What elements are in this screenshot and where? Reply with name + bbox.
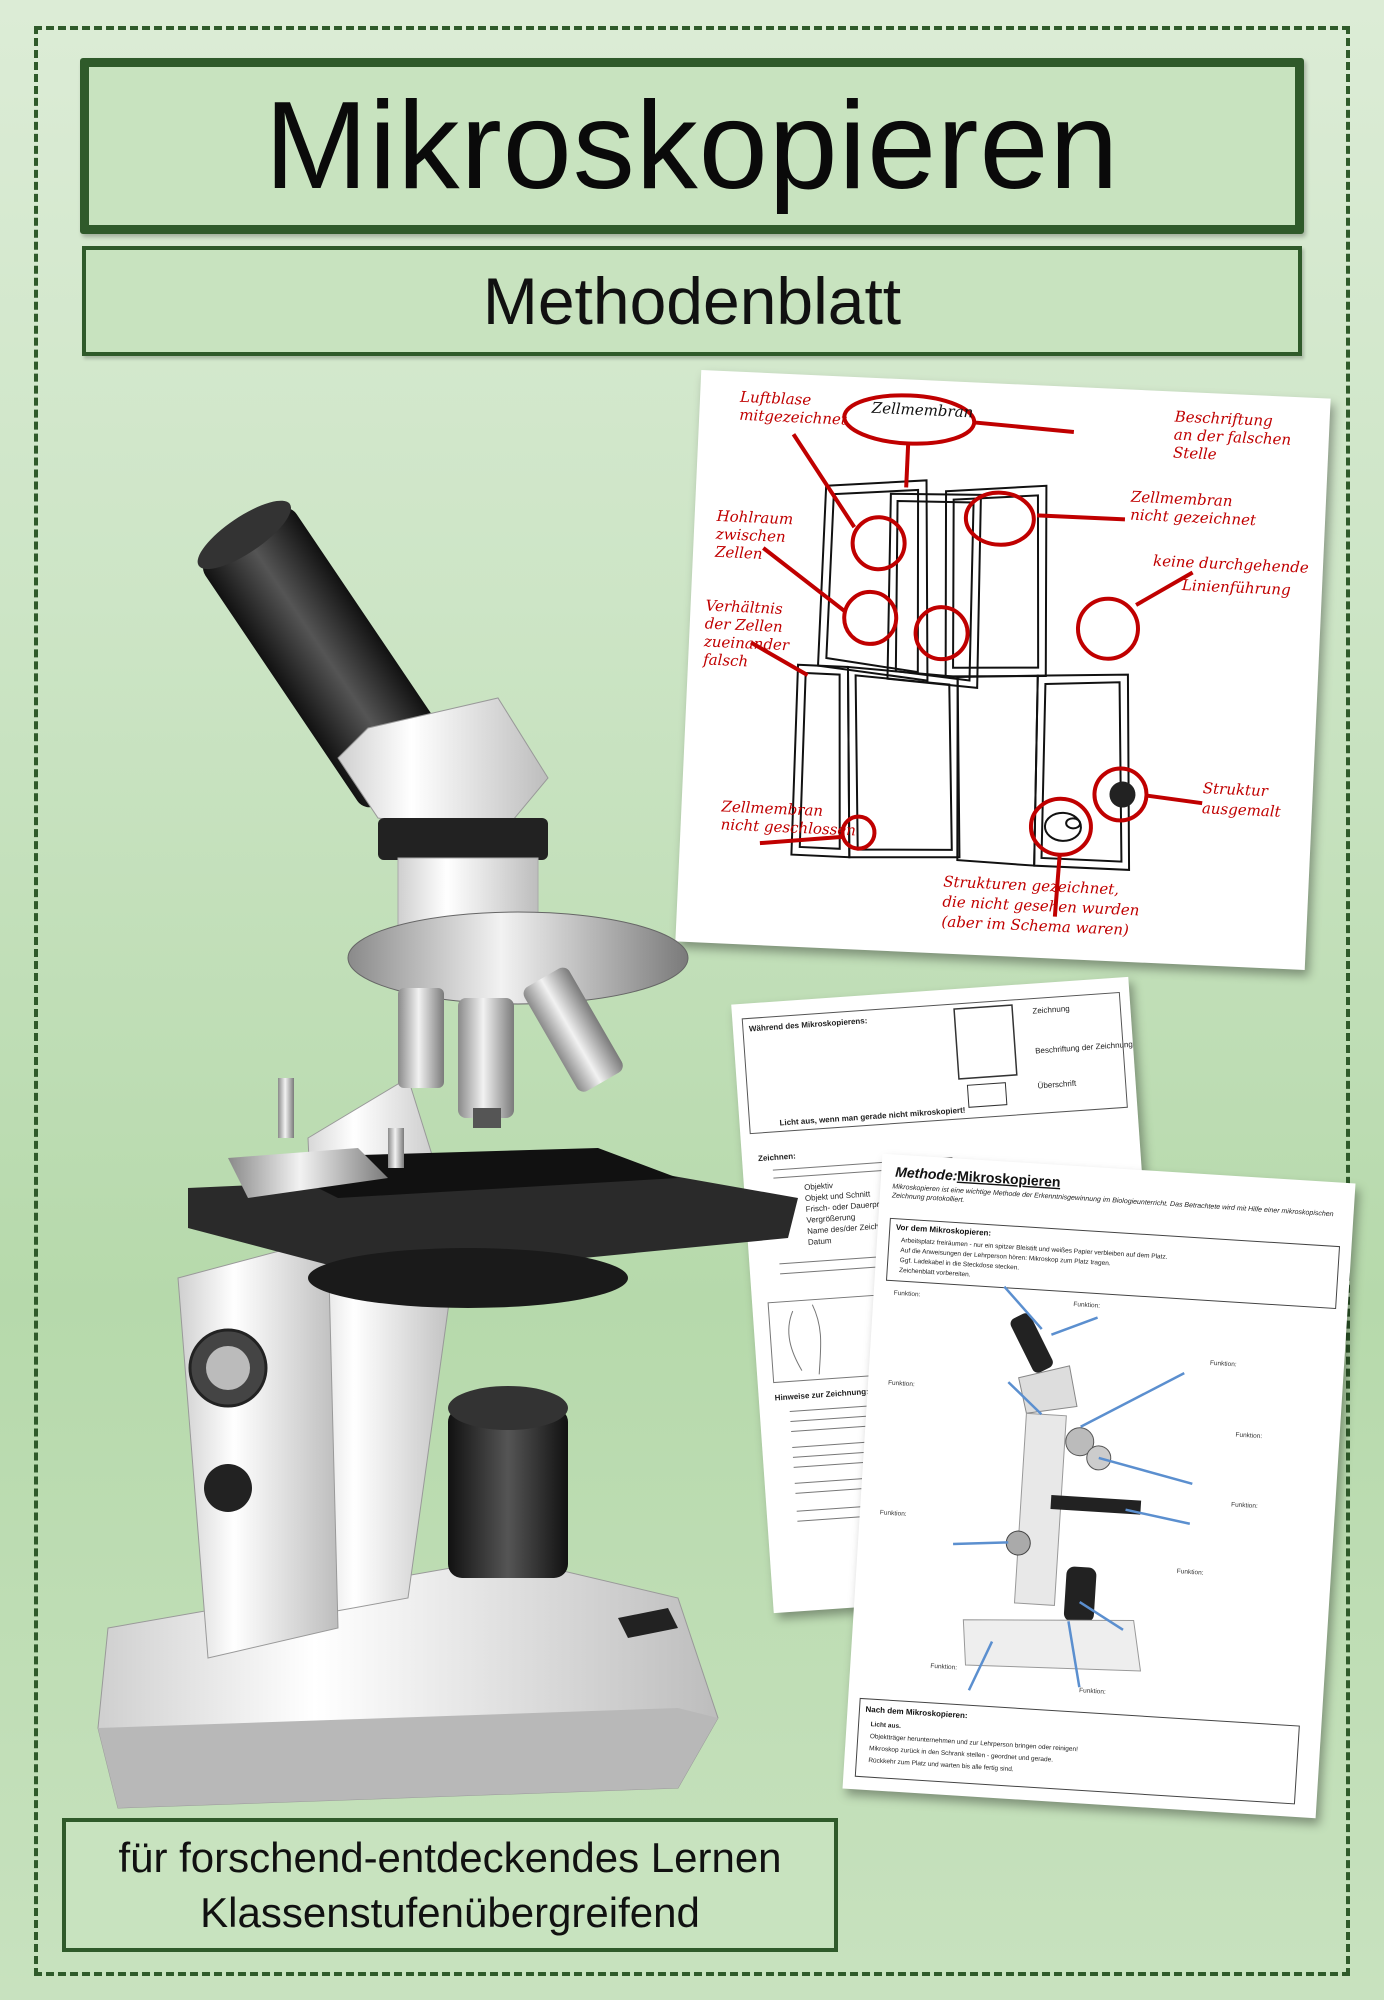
footer-banner: für forschend-entdeckendes Lernen Klasse… xyxy=(62,1818,838,1952)
label-struktur-2: ausgemalt xyxy=(1202,799,1282,821)
label-zellmembran-nicht-1: Zellmembran xyxy=(1130,488,1233,511)
worksheet-front-content: Methode: Mikroskopieren Mikroskopieren i… xyxy=(854,1164,1341,1805)
front-heading-word: Mikroskopieren xyxy=(957,1168,1061,1190)
back-item-4: Vergrößerung xyxy=(806,1213,855,1225)
label-zellmembran-top: Zellmembran xyxy=(870,399,973,422)
back-side-label-1: Zeichnung xyxy=(1032,1004,1070,1016)
cell-drawing-illustration: Zellmembran Beschriftung an der falschen… xyxy=(702,388,1309,939)
label-hohlraum-3: Zellen xyxy=(714,543,763,563)
back-item-1: Objektiv xyxy=(804,1181,833,1192)
back-draw-heading: Zeichnen: xyxy=(758,1152,796,1164)
function-label-4: Funktion: xyxy=(888,1380,915,1389)
dashed-page-frame xyxy=(34,26,1350,1976)
label-linien-1: keine durchgehende xyxy=(1153,552,1309,577)
page-title: Mikroskopieren xyxy=(264,77,1120,215)
footer-line-2: Klassenstufenübergreifend xyxy=(200,1889,700,1936)
label-linien-2: Linienführung xyxy=(1181,576,1291,599)
label-verhaeltnis-4: falsch xyxy=(702,650,749,670)
front-after-item-1: Licht aus. xyxy=(870,1721,901,1730)
front-before-item-4: Zeichenblatt vorbereiten. xyxy=(899,1267,971,1278)
label-verhaeltnis-2: der Zellen xyxy=(704,614,783,636)
function-label-5: Funktion: xyxy=(1235,1431,1262,1440)
label-hohlraum-1: Hohlraum xyxy=(715,507,793,529)
worksheet-front: Methode: Mikroskopieren Mikroskopieren i… xyxy=(842,1153,1356,1819)
label-hohlraum-2: zwischen xyxy=(714,525,786,546)
footer-line-1: für forschend-entdeckendes Lernen xyxy=(118,1834,782,1881)
small-microscope-icon xyxy=(962,1313,1142,1672)
label-beschriftung-1: Beschriftung xyxy=(1173,407,1273,429)
worksheet-back: Während des Mikroskopierens: Zeichnung B… xyxy=(731,976,1171,1614)
function-label-3: Funktion: xyxy=(1210,1360,1237,1369)
label-beschriftung-3: Stelle xyxy=(1173,443,1218,463)
label-verhaeltnis-1: Verhältnis xyxy=(705,596,783,617)
label-luftblase-2: mitgezeichnet xyxy=(739,406,848,429)
page-subtitle: Methodenblatt xyxy=(482,264,902,338)
function-label-2: Funktion: xyxy=(1073,1301,1100,1310)
cell-drawing-sheet: Zellmembran Beschriftung an der falschen… xyxy=(675,370,1331,970)
function-label-1: Funktion: xyxy=(893,1290,920,1299)
back-side-label-3: Überschrift xyxy=(1037,1079,1077,1091)
microscope-illustration xyxy=(97,500,798,1809)
function-label-9: Funktion: xyxy=(930,1663,957,1672)
label-geschlossen-1: Zellmembran xyxy=(720,797,823,820)
front-heading-prefix: Methode: xyxy=(895,1164,958,1184)
function-label-10: Funktion: xyxy=(1079,1687,1106,1696)
label-beschriftung-2: an der falschen xyxy=(1173,426,1291,449)
function-label-7: Funktion: xyxy=(880,1509,907,1518)
function-label-8: Funktion: xyxy=(1177,1568,1204,1577)
subtitle-banner: Methodenblatt xyxy=(82,246,1302,356)
worksheet-back-content: Während des Mikroskopierens: Zeichnung B… xyxy=(741,991,1133,1522)
label-luftblase-1: Luftblase xyxy=(739,388,812,409)
label-struktur-1: Struktur xyxy=(1202,779,1269,800)
back-item-6: Datum xyxy=(808,1236,832,1247)
back-note: Licht aus, wenn man gerade nicht mikrosk… xyxy=(779,1106,965,1128)
title-banner: Mikroskopieren xyxy=(80,58,1304,234)
label-zellmembran-nicht-2: nicht gezeichnet xyxy=(1130,506,1258,530)
label-verhaeltnis-3: zueinander xyxy=(703,632,791,654)
back-side-label-2: Beschriftung der Zeichnung xyxy=(1035,1040,1133,1056)
function-label-6: Funktion: xyxy=(1231,1501,1258,1510)
front-intro: Mikroskopieren ist eine wichtige Methode… xyxy=(891,1183,1334,1219)
front-after-heading: Nach dem Mikroskopieren: xyxy=(865,1705,968,1720)
